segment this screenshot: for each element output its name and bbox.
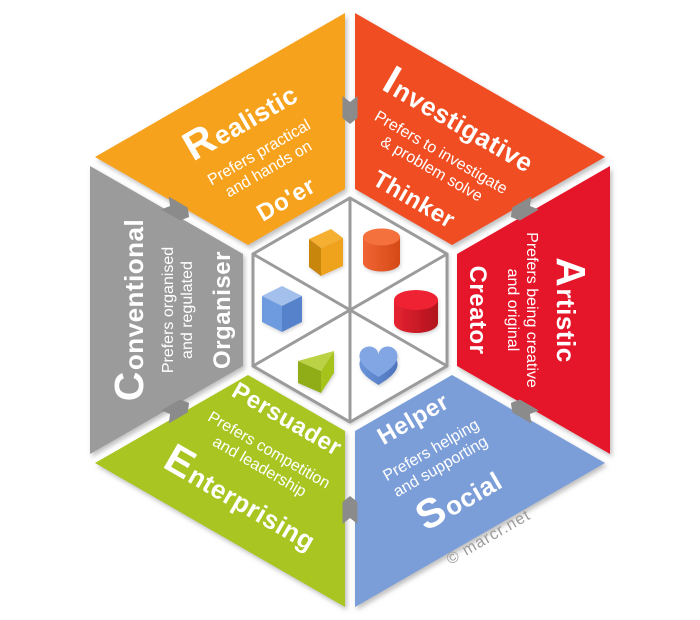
blue-heart-icon: [359, 346, 398, 385]
green-prism-icon: [298, 351, 334, 393]
connector-peg-lower-right: [510, 399, 539, 424]
segment-conventional: [90, 166, 243, 454]
segment-enterprising: [95, 375, 345, 607]
connector-peg-upper-right: [510, 196, 539, 221]
segment-artistic: [457, 166, 610, 454]
segment-realistic: [95, 13, 345, 245]
orange-box-icon: [309, 229, 343, 276]
segment-social: [355, 375, 605, 607]
center-shapes: [262, 228, 438, 393]
orange-cylinder-icon: [363, 228, 400, 272]
segment-investigative: [355, 13, 605, 245]
connector-pegs: [161, 96, 539, 524]
red-cylinder-icon: [394, 290, 438, 333]
connector-peg-top: [342, 96, 358, 124]
connector-peg-upper-left: [161, 196, 190, 221]
hexagon-spoke-diagonal-2: [252, 252, 448, 368]
blue-cube-icon: [262, 286, 302, 332]
connector-peg-lower-left: [161, 399, 190, 424]
connector-peg-bottom: [342, 496, 358, 524]
